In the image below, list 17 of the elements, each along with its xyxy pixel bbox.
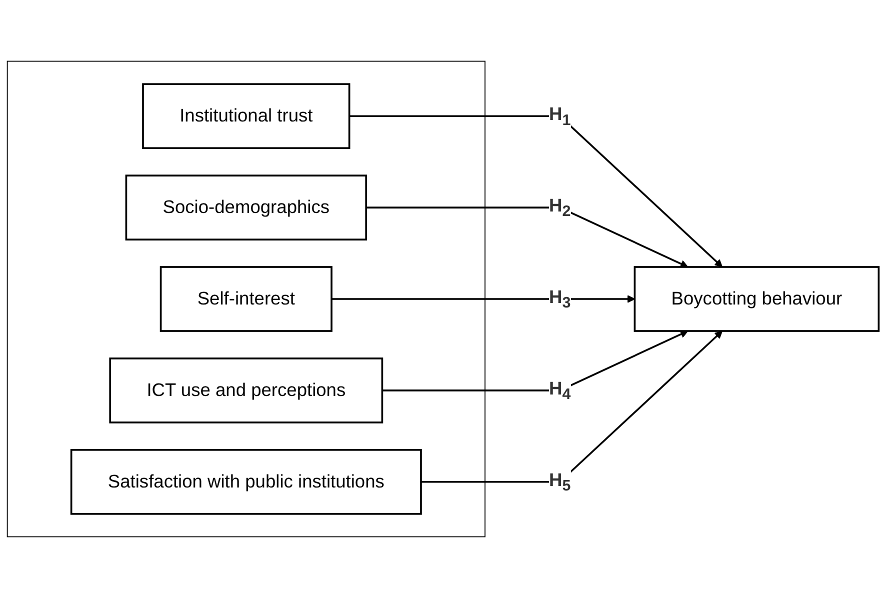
arrow bbox=[332, 294, 636, 304]
edge-label: H$_{2}$ bbox=[549, 196, 571, 220]
node-box: Boycotting behaviour bbox=[634, 266, 880, 332]
edge-label: H$_{4}$ bbox=[549, 379, 571, 403]
arrow bbox=[421, 330, 723, 483]
cluster bbox=[6, 60, 486, 538]
arrow bbox=[382, 330, 688, 392]
node-box: Socio-demographics bbox=[125, 174, 368, 240]
node-box: Satisfaction with public institutions bbox=[70, 448, 422, 515]
edge-label: H$_{5}$ bbox=[549, 470, 571, 494]
node-box: Institutional trust bbox=[142, 83, 350, 150]
edge-label: H$_{1}$ bbox=[549, 104, 571, 128]
arrow bbox=[366, 206, 688, 268]
arrow bbox=[349, 115, 723, 268]
edge-label: H$_{3}$ bbox=[549, 288, 571, 312]
node-box: ICT use and perceptions bbox=[109, 358, 384, 424]
node-box: Self-interest bbox=[160, 266, 332, 332]
